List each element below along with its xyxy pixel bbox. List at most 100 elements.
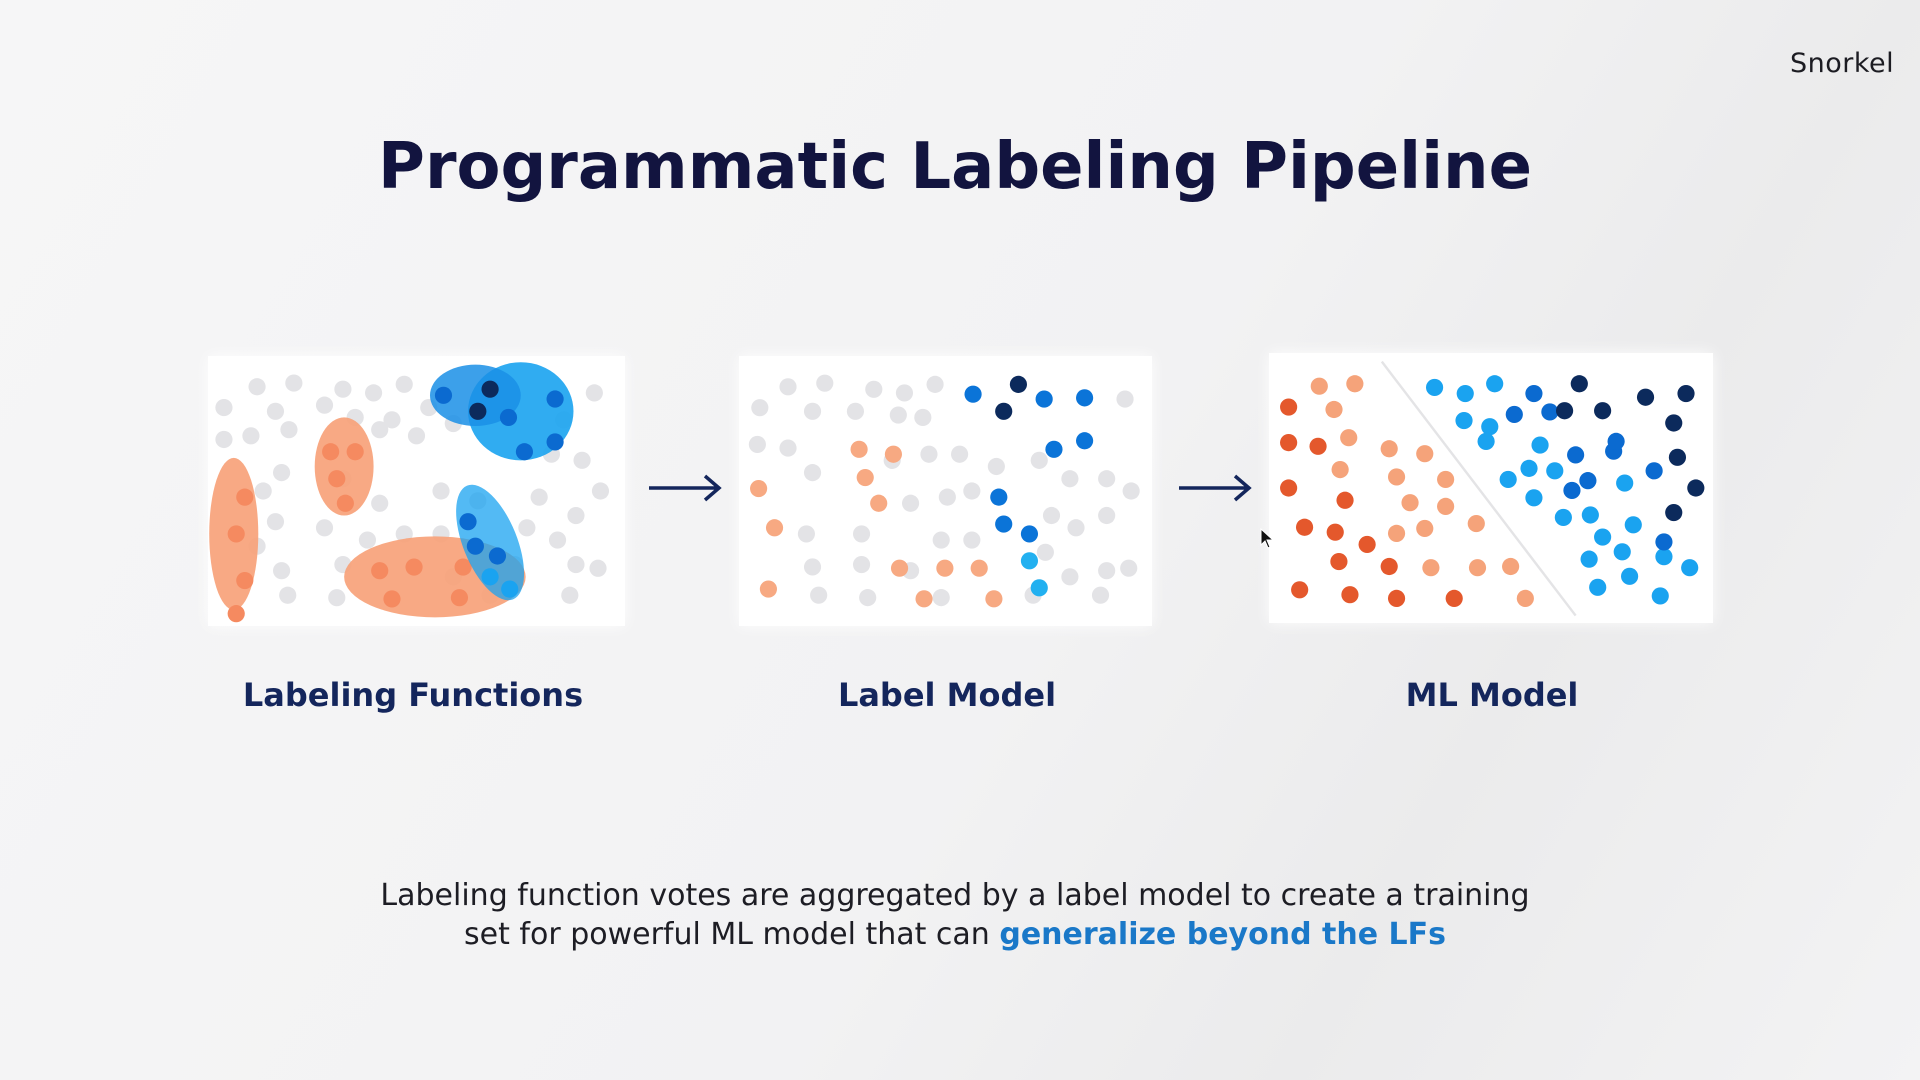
unlabeled-point [751,399,769,417]
covered-point [459,513,477,531]
predicted-point-light-blue [1477,432,1495,450]
unlabeled-point [585,384,603,402]
predicted-point-dark-orange [1380,557,1398,576]
predicted-point-orange [1387,468,1406,486]
label-model-point-orange [985,590,1003,608]
unlabeled-point [1098,506,1116,525]
predicted-point-light-blue [1520,459,1538,477]
covered-point [469,402,487,420]
covered-point [236,488,254,506]
predicted-point-orange [1437,470,1455,488]
unlabeled-point [1098,470,1116,488]
predicted-point-dark-orange [1295,518,1314,536]
unlabeled-point [1036,543,1054,561]
predicted-point-orange [1325,400,1343,419]
label-model-point-blue [1076,389,1094,407]
unlabeled-point [932,531,950,549]
predicted-point-dark-orange [1280,434,1298,452]
unlabeled-point [779,439,797,457]
predicted-point-blue [1505,405,1523,423]
label-model-point-orange [870,494,888,512]
predicted-point-orange [1468,559,1487,577]
covered-point [450,589,469,607]
unlabeled-point [371,421,389,439]
label-model-point-orange [850,440,868,458]
predicted-point-blue [1563,481,1581,500]
labeling-functions-diagram [208,356,625,626]
unlabeled-point [591,482,610,500]
predicted-point-orange [1416,445,1434,463]
unlabeled-point [215,399,233,417]
unlabeled-point [901,494,920,512]
unlabeled-point [371,494,389,512]
labeling-function-region [314,417,374,516]
snorkel-logo: Snorkel [1790,48,1895,79]
unlabeled-point [285,374,303,392]
unlabeled-point [364,384,383,402]
predicted-point-dark-orange [1358,535,1376,554]
unlabeled-point [315,519,334,537]
unlabeled-point [803,402,822,420]
unlabeled-point [266,402,285,420]
covered-point [405,558,423,576]
unlabeled-point [914,408,932,427]
predicted-point-light-blue [1594,528,1612,546]
unlabeled-point [273,562,291,580]
covered-point [466,537,484,555]
unlabeled-point [810,586,828,604]
unlabeled-point [1120,559,1138,577]
predicted-point-orange [1437,497,1455,515]
covered-point [499,408,518,426]
unlabeled-point [1061,470,1079,488]
label-model-point-orange [750,479,768,498]
unlabeled-point [328,589,346,607]
predicted-point-blue [1645,462,1663,480]
unlabeled-point [248,378,266,396]
unlabeled-point [1091,586,1110,604]
predicted-point-orange [1401,494,1419,512]
predicted-point-orange [1467,514,1485,533]
predicted-point-dark-orange [1280,479,1298,497]
predicted-point-navy [1636,388,1655,406]
label-model-point-orange [970,559,988,577]
labeling-function-region [456,484,525,601]
unlabeled-point [938,488,956,506]
unlabeled-point [548,531,567,549]
covered-point [501,580,519,598]
predicted-point-navy [1677,384,1695,403]
label-model-point-blue [964,385,982,403]
caption-line-2-text: set for powerful ML model that can [464,917,1000,952]
ml-model-diagram [1269,353,1713,623]
predicted-point-orange [1340,429,1358,447]
unlabeled-point [1061,568,1079,586]
unlabeled-point [358,531,377,549]
covered-point [236,571,254,590]
unlabeled-point [280,421,298,439]
unlabeled-point [852,555,871,574]
label-model-point-orange [890,559,909,577]
unlabeled-point [567,556,585,574]
covered-point [322,443,340,461]
unlabeled-point [846,402,865,420]
predicted-point-navy [1668,448,1687,466]
unlabeled-point [518,519,536,537]
arrow-right-icon [649,474,722,502]
predicted-point-dark-orange [1291,581,1309,599]
unlabeled-point [432,482,450,500]
unlabeled-point [926,375,944,393]
label-model-point-blue [1045,440,1063,458]
unlabeled-point [334,380,352,398]
unlabeled-point [963,482,981,500]
unlabeled-point [859,589,877,607]
predicted-point-light-blue [1589,578,1607,596]
label-model-point-navy [995,402,1013,420]
predicted-point-light-blue [1621,567,1639,585]
unlabeled-point [1098,562,1116,580]
predicted-point-light-blue [1499,470,1517,488]
unlabeled-point [573,451,591,469]
predicted-point-orange [1422,559,1440,577]
predicted-point-orange [1380,440,1398,458]
predicted-point-dark-orange [1309,437,1327,455]
label-model-point-navy [1009,375,1027,393]
predicted-point-light-blue [1455,411,1473,430]
